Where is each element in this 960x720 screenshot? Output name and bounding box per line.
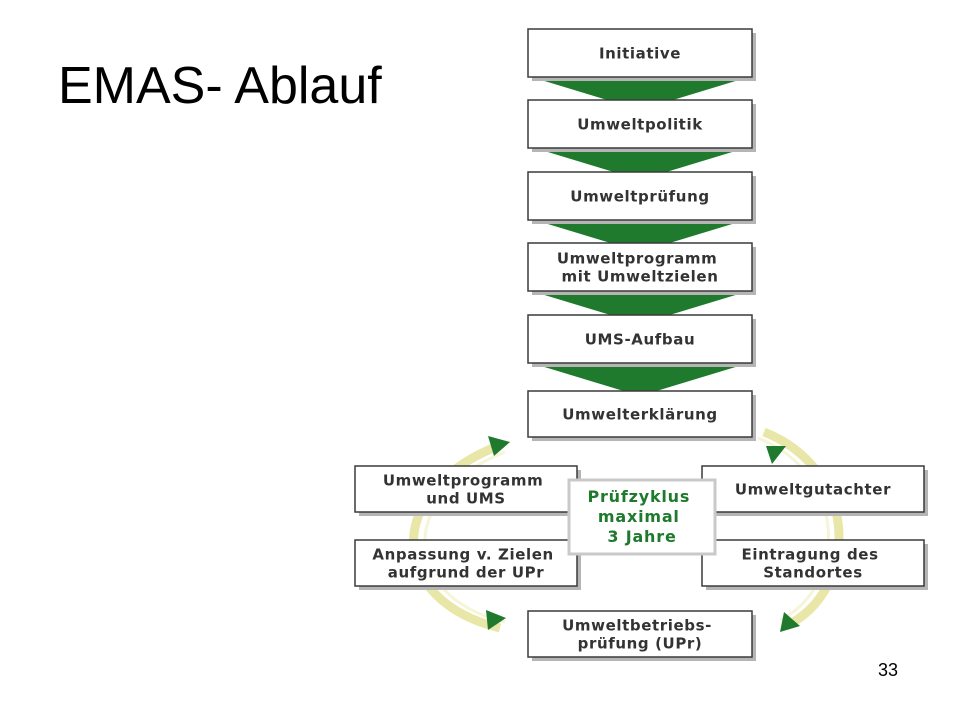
center-pruefzyklus-label: Prüfzyklus maximal 3 Jahre (587, 487, 696, 546)
page-number: 33 (878, 660, 899, 680)
center-pruefzyklus: Prüfzyklus maximal 3 Jahre (567, 478, 717, 556)
cycle-arrowhead-right-bottom (780, 612, 800, 632)
step-initiative-label: Initiative (599, 45, 681, 63)
cycle-arrowhead-bottom-left (486, 610, 506, 630)
cycle-left-bottom-label: Anpassung v. Zielen aufgrund der UPr (372, 546, 559, 582)
step-umweltprogramm-label: Umweltprogramm mit Umweltzielen (557, 250, 723, 286)
process-step-umwelterklaerung: Umwelterklärung (527, 390, 756, 441)
cycle-step-umweltgutachter: Umweltgutachter (701, 465, 928, 516)
cycle-step-anpassung: Anpassung v. Zielen aufgrund der UPr (354, 539, 581, 590)
step-umwelterklaerung-label: Umwelterklärung (562, 406, 717, 424)
process-step-umweltpolitik: Umweltpolitik (527, 99, 756, 180)
slide-title: EMAS- Ablauf (58, 57, 382, 115)
cycle-step-eintragung: Eintragung des Standortes (701, 539, 928, 590)
cycle-arrowhead-left (488, 436, 510, 456)
step-umweltpolitik-label: Umweltpolitik (577, 116, 703, 134)
cycle-step-umweltbetriebspruefung: Umweltbetriebs- prüfung (UPr) (527, 610, 756, 661)
process-step-umweltpruefung: Umweltprüfung (527, 171, 756, 252)
cycle-arrowhead-right-top (766, 446, 786, 464)
cycle-right-bottom-label: Eintragung des Standortes (742, 546, 885, 582)
cycle-right-top-label: Umweltgutachter (735, 481, 891, 499)
step-ums-aufbau-label: UMS-Aufbau (585, 331, 696, 349)
process-step-umweltprogramm: Umweltprogramm mit Umweltzielen (527, 242, 756, 324)
step-umweltpruefung-label: Umweltprüfung (570, 188, 709, 206)
cycle-step-umweltprogramm-und-ums: Umweltprogramm und UMS (354, 465, 581, 516)
process-step-ums-aufbau: UMS-Aufbau (527, 314, 756, 396)
cycle-left-top-label: Umweltprogramm und UMS (383, 472, 549, 508)
process-step-initiative: Initiative (527, 28, 756, 110)
cycle-bottom-label: Umweltbetriebs- prüfung (UPr) (562, 617, 718, 653)
